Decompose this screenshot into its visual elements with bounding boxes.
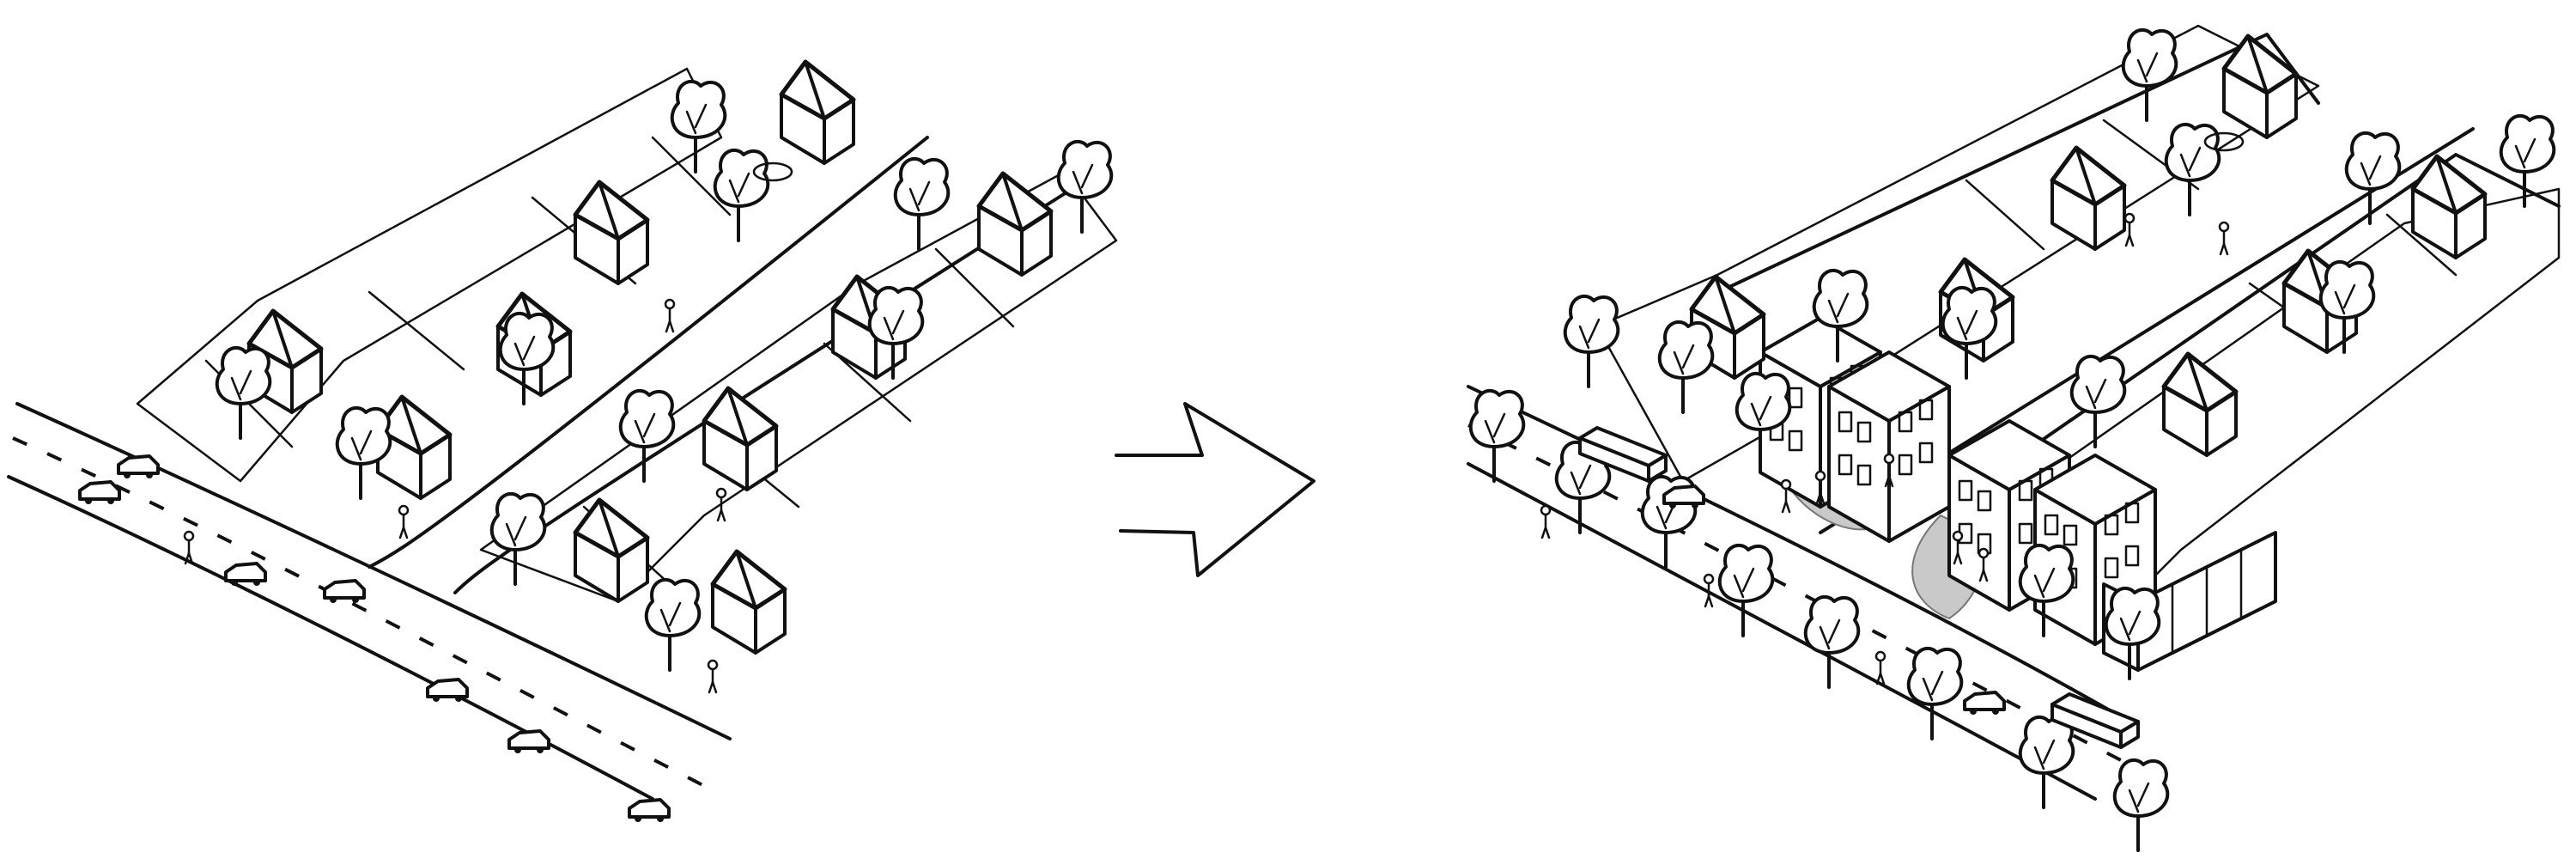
house [2164, 354, 2236, 455]
tree [1056, 139, 1114, 234]
house [2413, 156, 2485, 258]
house [2052, 148, 2124, 249]
apartment-block [1827, 350, 1951, 543]
tree [2112, 758, 2170, 852]
person [664, 298, 676, 333]
tree [618, 388, 676, 483]
house [979, 174, 1051, 275]
car [117, 454, 160, 480]
pool [2203, 131, 2245, 152]
tree [1941, 285, 1998, 380]
house [713, 551, 785, 653]
after-panel [1467, 24, 2561, 852]
cars-left [78, 454, 671, 824]
tree [1803, 594, 1861, 689]
tree [2121, 27, 2178, 122]
tree [1906, 646, 1964, 740]
car [507, 729, 550, 755]
tree [2164, 122, 2221, 216]
tree [644, 577, 702, 672]
person [1780, 478, 1792, 514]
car [628, 798, 671, 824]
tree [1657, 320, 1715, 414]
car [323, 579, 366, 605]
person [1874, 650, 1886, 685]
person [2218, 221, 2230, 256]
tree [670, 79, 727, 174]
car [1963, 691, 2006, 716]
house [575, 500, 647, 601]
person [2123, 212, 2136, 247]
tree [2069, 354, 2127, 448]
house [575, 182, 647, 283]
pool [752, 161, 793, 182]
house [781, 62, 854, 163]
tree [893, 156, 951, 251]
house [704, 388, 776, 490]
person [398, 504, 410, 539]
right-arrow-icon [1115, 402, 1315, 577]
tree [215, 345, 272, 440]
car [426, 678, 469, 704]
main-road-after [1467, 385, 2131, 801]
tree [335, 405, 392, 500]
tree [1563, 294, 1620, 388]
person [707, 659, 719, 694]
house [2224, 36, 2296, 137]
car [224, 562, 267, 588]
person [1540, 504, 1552, 539]
before-panel [7, 62, 1118, 824]
tree [2018, 715, 2075, 809]
car [78, 480, 121, 506]
tree [713, 148, 770, 242]
